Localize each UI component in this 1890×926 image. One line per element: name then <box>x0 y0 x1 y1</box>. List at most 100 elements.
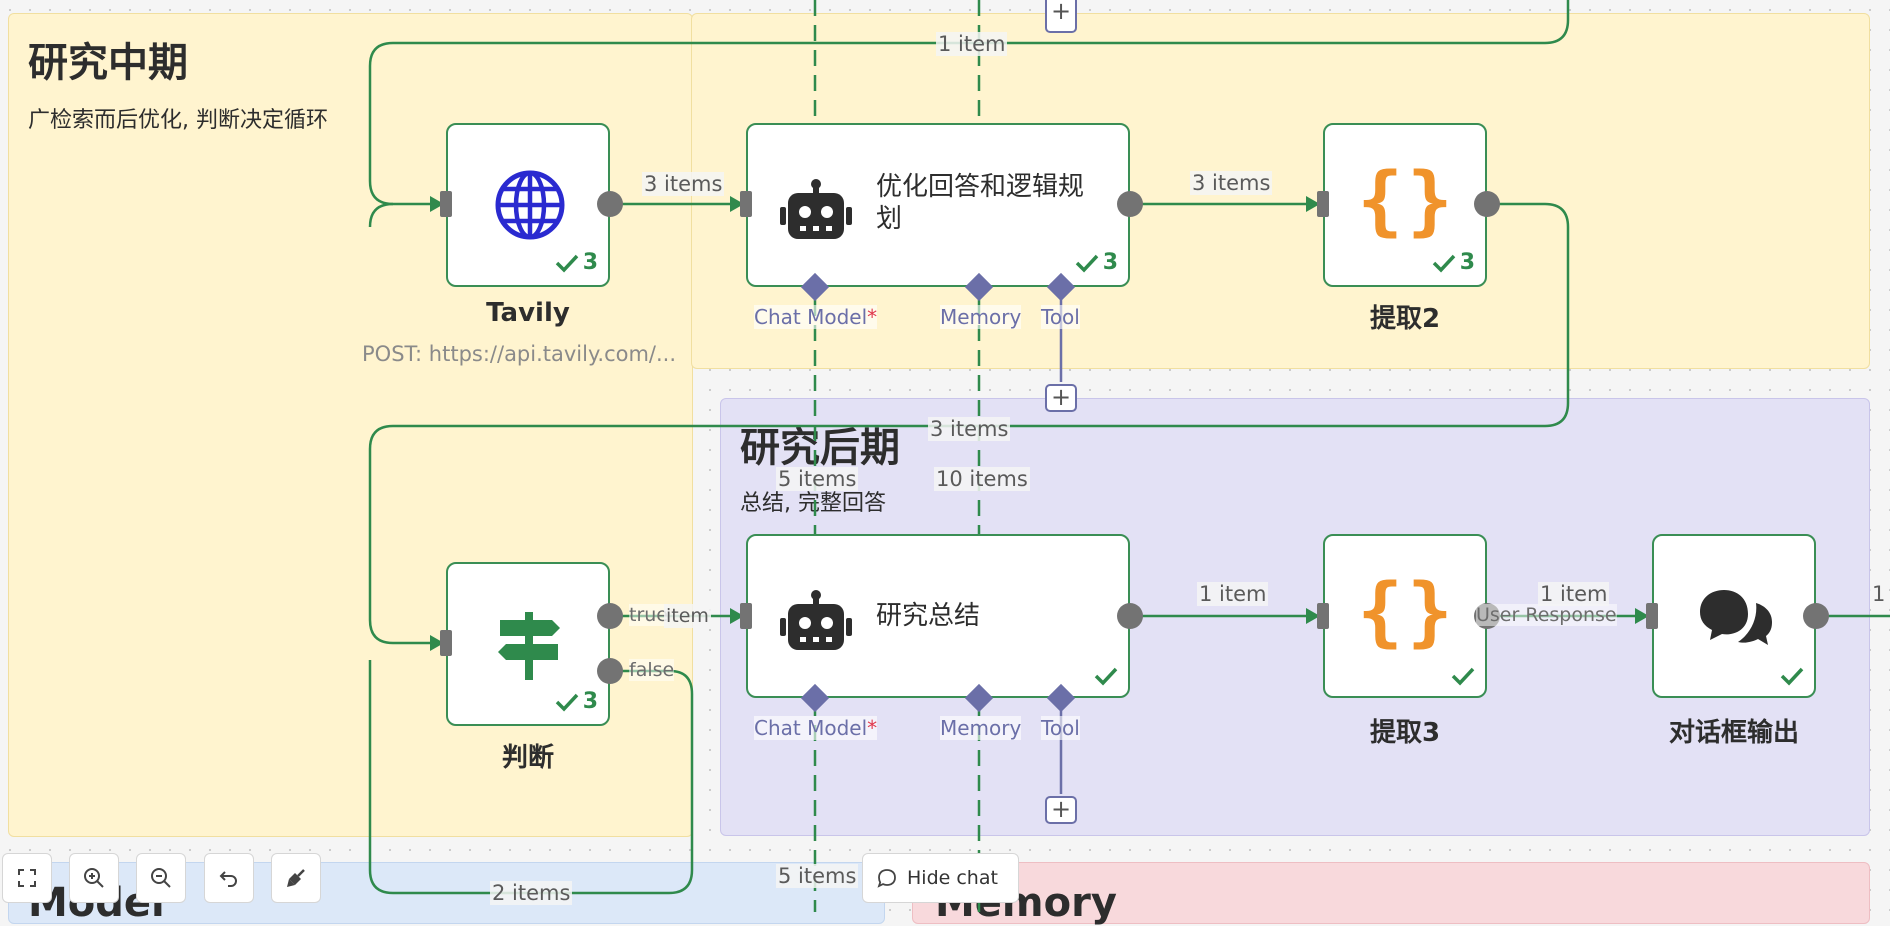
summary-agent-output-port[interactable] <box>1117 603 1143 629</box>
summary-agent-input-port[interactable] <box>740 603 752 629</box>
edge-label-false-loop: 2 items <box>490 881 573 905</box>
judge-input-port[interactable] <box>440 630 452 656</box>
tavily-output-port[interactable] <box>597 191 623 217</box>
optimize-agent-input-port[interactable] <box>740 191 752 217</box>
edge-label-output-next: 1 <box>1870 582 1888 606</box>
broom-icon <box>287 869 305 887</box>
judge-false-label: false <box>629 659 675 681</box>
checkmark-icon <box>1780 667 1804 686</box>
tidy-up-button[interactable] <box>271 853 321 903</box>
node-tavily[interactable]: 3 <box>446 123 610 287</box>
sticky-subtitle-research-mid: 广检索而后优化, 判断决定循环 <box>28 108 328 133</box>
sticky-title-research-mid: 研究中期 <box>28 40 188 86</box>
extract2-label: 提取2 <box>1369 304 1441 334</box>
checkmark-icon <box>555 693 578 712</box>
arrow-judge-in <box>430 635 444 651</box>
chat-model-label: Chat Model* <box>754 305 878 329</box>
chat-model-label: Chat Model* <box>754 716 878 740</box>
robot-icon <box>780 590 852 650</box>
judge-true-port[interactable] <box>597 603 623 629</box>
run-count-badge: 3 <box>555 689 598 714</box>
sticky-subtitle-research-late: 总结, 完整回答 <box>740 491 886 516</box>
tavily-input-port[interactable] <box>440 191 452 217</box>
checkmark-icon <box>555 254 578 273</box>
run-count-badge: 3 <box>555 250 598 275</box>
edge-label-extract3-output: 1 item <box>1538 582 1610 606</box>
checkmark-icon <box>1094 667 1118 686</box>
extract2-output-port[interactable] <box>1474 191 1500 217</box>
checkmark-icon <box>1451 667 1475 686</box>
success-badge <box>1780 666 1804 686</box>
add-tool-button-top[interactable]: + <box>1045 0 1077 33</box>
zoom-in-button[interactable] <box>69 853 119 903</box>
checkmark-icon <box>1075 254 1098 273</box>
node-summary-agent[interactable]: 研究总结 <box>746 534 1130 698</box>
add-tool-button[interactable]: + <box>1045 796 1077 824</box>
extract3-label: 提取3 <box>1369 718 1441 748</box>
chat-output-label: 对话框输出 <box>1668 718 1799 748</box>
edge-judge-false <box>368 660 694 895</box>
edge-label-model-down: 5 items <box>776 467 859 491</box>
edge-label-judge-true: item <box>664 604 711 628</box>
edge-label-memory-down: 10 items <box>934 467 1030 491</box>
arrow-agent2-in <box>730 608 744 624</box>
arrow-tavily-in <box>430 196 444 212</box>
memory-label: Memory <box>940 305 1022 329</box>
sticky-title-research-late: 研究后期 <box>740 425 900 471</box>
zoom-out-button[interactable] <box>136 853 186 903</box>
memory-label: Memory <box>940 716 1022 740</box>
required-mark: * <box>867 716 878 740</box>
node-optimize-agent[interactable]: 优化回答和逻辑规划 3 <box>746 123 1130 287</box>
hide-chat-label: Hide chat <box>907 867 998 889</box>
success-badge <box>1094 666 1118 686</box>
node-chat-output[interactable] <box>1652 534 1816 698</box>
extract3-input-port[interactable] <box>1317 603 1329 629</box>
node-judge[interactable]: 3 <box>446 562 610 726</box>
tool-label: Tool <box>1041 716 1080 740</box>
robot-icon <box>780 179 852 239</box>
edge-label-top-loop: 1 item <box>936 32 1008 56</box>
run-count-badge: 3 <box>1432 250 1475 275</box>
arrow-output-in <box>1635 608 1649 624</box>
zoom-in-icon <box>84 868 104 888</box>
signpost-icon <box>498 612 560 680</box>
edge-top-loop <box>368 0 1570 206</box>
undo-icon <box>219 871 237 887</box>
tavily-label: Tavily <box>486 298 570 328</box>
braces-icon: {} <box>1357 566 1457 655</box>
tavily-subtitle: POST: https://api.tavily.com/... <box>362 342 677 366</box>
edge-loop-to-tavily <box>368 202 394 228</box>
chat-bubbles-icon <box>1700 590 1772 645</box>
zoom-out-icon <box>151 868 171 888</box>
fit-view-button[interactable] <box>2 853 52 903</box>
judge-true-label: true <box>629 604 668 626</box>
arrow-agent1-in <box>730 196 744 212</box>
edge-label-summary-extract3: 1 item <box>1197 582 1269 606</box>
extract2-input-port[interactable] <box>1317 191 1329 217</box>
checkmark-icon <box>1432 254 1455 273</box>
arrow-extract2-in <box>1306 196 1320 212</box>
optimize-agent-output-port[interactable] <box>1117 191 1143 217</box>
tool-label: Tool <box>1041 305 1080 329</box>
edge-label-tavily-agent: 3 items <box>642 172 725 196</box>
add-tool-button[interactable]: + <box>1045 384 1077 412</box>
edge-label-extract2-loop: 3 items <box>928 417 1011 441</box>
node-extract2[interactable]: {} 3 <box>1323 123 1487 287</box>
required-mark: * <box>867 305 878 329</box>
fit-view-icon <box>18 869 36 887</box>
chat-icon <box>877 869 896 888</box>
chat-output-input-port[interactable] <box>1646 603 1658 629</box>
edge-label-agent-extract2: 3 items <box>1190 171 1273 195</box>
hide-chat-button[interactable]: Hide chat <box>862 853 1019 903</box>
success-badge <box>1451 666 1475 686</box>
judge-label: 判断 <box>501 743 554 773</box>
globe-icon <box>495 170 565 240</box>
optimize-agent-title: 优化回答和逻辑规划 <box>876 172 1085 234</box>
summary-agent-title: 研究总结 <box>876 601 981 631</box>
reset-zoom-button[interactable] <box>204 853 254 903</box>
run-count-badge: 3 <box>1075 250 1118 275</box>
node-extract3[interactable]: {} <box>1323 534 1487 698</box>
arrow-extract3-in <box>1306 608 1320 624</box>
chat-output-output-port[interactable] <box>1803 603 1829 629</box>
judge-false-port[interactable] <box>597 658 623 684</box>
